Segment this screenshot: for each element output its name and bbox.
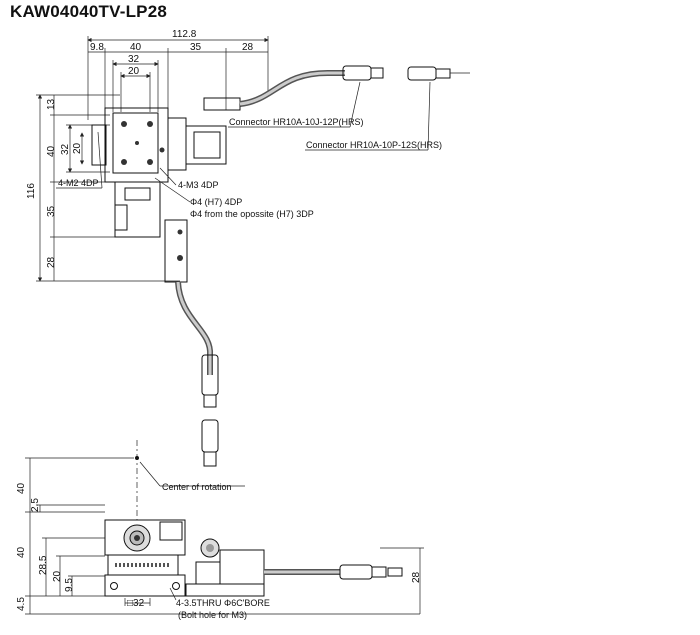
page-title: KAW04040TV-LP28: [10, 2, 168, 21]
label-connector-12p: Connector HR10A-10J-12P(HRS): [229, 117, 364, 127]
dim-28-side-right: 28: [411, 571, 422, 583]
label-m3: 4-M3 4DP: [178, 180, 219, 190]
bottom-cable: [175, 281, 219, 467]
dim-40-top: 40: [130, 42, 142, 53]
side-cable: [264, 564, 403, 580]
top-dims-horizontal: 112.8 9.8 40 35 28 32 20: [87, 29, 269, 120]
label-bolt-holes: 4-3.5THRU Φ6C'BORE: [176, 598, 270, 608]
dim-20-left: 20: [72, 142, 83, 154]
top-cable: [239, 65, 470, 107]
dim-28-5: 28.5: [38, 555, 49, 575]
center-of-rotation-point: [135, 456, 139, 460]
top-dims-vertical: 116 13 40 35 28 32 20: [26, 94, 180, 282]
side-labels: □32 4-3.5THRU Φ6C'BORE (Bolt hole for M3…: [124, 587, 270, 620]
label-connector-12s: Connector HR10A-10P-12S(HRS): [306, 140, 442, 150]
dim-sq32: □32: [127, 598, 145, 609]
dim-9-5: 9.5: [64, 578, 75, 592]
dim-20-top: 20: [128, 66, 140, 77]
dim-40-side-top: 40: [16, 482, 27, 494]
dim-13: 13: [46, 98, 57, 110]
top-labels: Connector HR10A-10J-12P(HRS) Connector H…: [56, 81, 442, 219]
label-center-of-rotation: Center of rotation: [162, 482, 232, 492]
dim-40-side: 40: [16, 546, 27, 558]
dim-20-side: 20: [52, 570, 63, 582]
dim-112-8: 112.8: [172, 29, 197, 40]
dim-2-5: 2.5: [30, 498, 41, 512]
dim-28-left: 28: [46, 256, 57, 268]
label-phi4: Φ4 (H7) 4DP: [190, 197, 242, 207]
dim-28-top: 28: [242, 42, 254, 53]
label-phi4-opposite: Φ4 from the opossite (H7) 3DP: [190, 209, 314, 219]
label-bolt-note: (Bolt hole for M3): [178, 610, 247, 620]
top-stage-body: [91, 97, 241, 283]
side-stage-body: [104, 519, 265, 597]
dim-116: 116: [26, 183, 37, 199]
dim-35-top: 35: [190, 42, 202, 53]
dim-9-8: 9.8: [90, 42, 104, 53]
label-m2: 4-M2 4DP: [58, 178, 99, 188]
dim-40-left: 40: [46, 145, 57, 157]
dim-35-left: 35: [46, 205, 57, 217]
dim-4-5: 4.5: [16, 597, 27, 611]
dim-32-top: 32: [128, 54, 140, 65]
side-view: Center of rotation 40 40 4.5 2.5 28.5 20…: [16, 440, 424, 620]
top-view: 112.8 9.8 40 35 28 32 20 116: [26, 29, 470, 467]
dim-32-left: 32: [60, 143, 71, 155]
side-dims-vertical: 40 40 4.5 2.5 28.5 20 9.5 28: [16, 457, 424, 615]
